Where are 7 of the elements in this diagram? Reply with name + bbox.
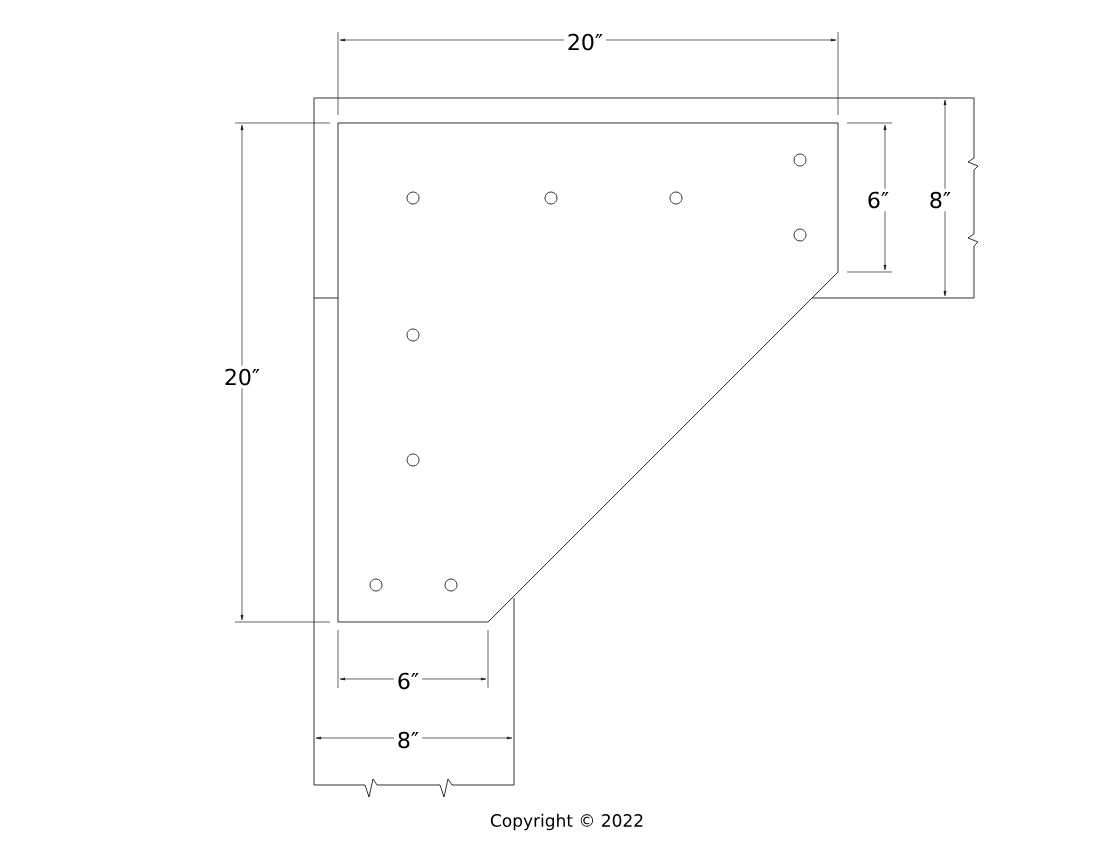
- dimension-label: 6″: [393, 669, 423, 693]
- dimension-label: 8″: [925, 188, 955, 212]
- dimension-label: 20″: [563, 30, 607, 54]
- dimension-label: 6″: [863, 188, 893, 212]
- dimension-label: 8″: [393, 728, 423, 752]
- dimension-label: 20″: [220, 365, 264, 389]
- copyright-note: Copyright © 2022: [486, 810, 648, 834]
